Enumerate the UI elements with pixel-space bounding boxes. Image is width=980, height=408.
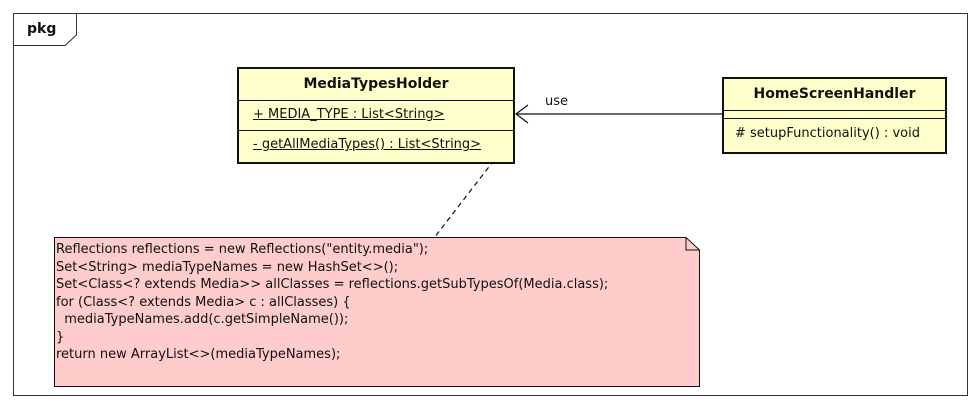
note-text: Reflections reflections = new Reflection… [56,242,609,362]
note-shape [54,237,700,387]
use-dependency-arrowhead [515,104,529,124]
class-media-types-holder[interactable]: MediaTypesHolder + MEDIA_TYPE : List<Str… [237,67,515,164]
operations-compartment: - getAllMediaTypes() : List<String> [239,130,513,160]
class-name: MediaTypesHolder [303,76,449,92]
class-home-screen-handler[interactable]: HomeScreenHandler # setupFunctionality()… [722,77,947,154]
attribute-media-type: + MEDIA_TYPE : List<String> [253,107,445,122]
operation-get-all-media-types: - getAllMediaTypes() : List<String> [253,137,482,152]
operation-setup-functionality: # setupFunctionality() : void [735,126,920,141]
package-frame [13,13,968,396]
use-label: use [545,94,569,109]
attributes-compartment [724,110,945,118]
attributes-compartment: + MEDIA_TYPE : List<String> [239,100,513,130]
operations-compartment: # setupFunctionality() : void [724,118,945,152]
note-fold [685,237,700,251]
package-tab [13,13,77,46]
class-name: HomeScreenHandler [753,86,916,102]
package-label: pkg [27,21,57,37]
